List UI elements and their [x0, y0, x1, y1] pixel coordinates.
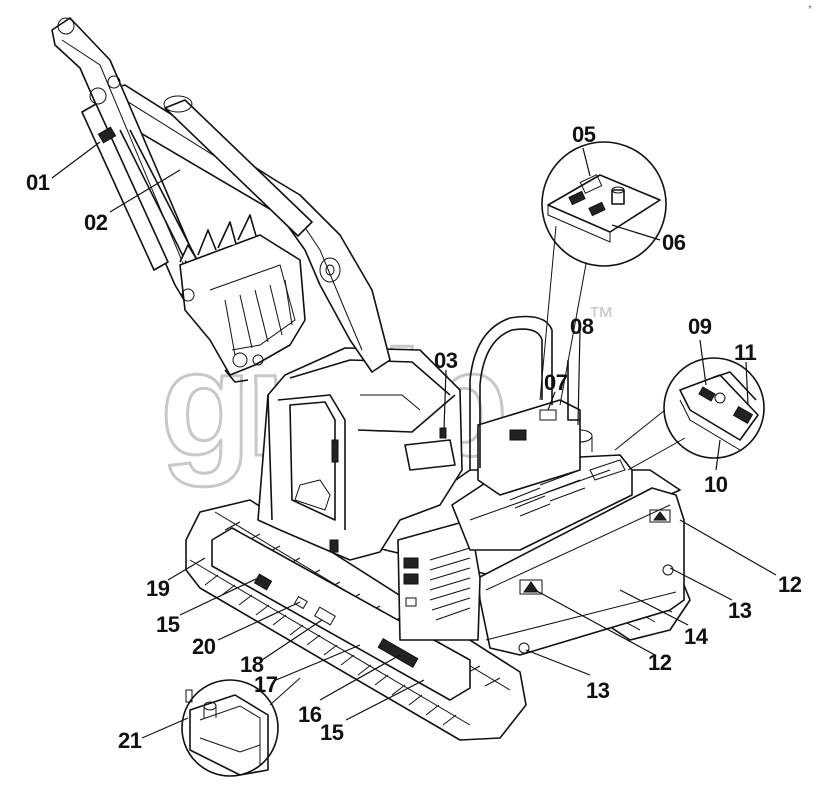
- cab: [257, 347, 463, 561]
- watermark-trademark: ™: [588, 301, 614, 331]
- detail-circle-21: [181, 677, 301, 777]
- upper-structure: [259, 315, 685, 656]
- callout-11: 11: [734, 340, 757, 365]
- bucket: [179, 214, 306, 383]
- callout-15a: 15: [156, 612, 180, 637]
- callout-01: 01: [26, 170, 50, 195]
- callout-15b: 15: [320, 720, 344, 745]
- leader-lines: [51, 141, 777, 739]
- callout-02: 02: [84, 210, 108, 235]
- corner-mark: *: [808, 4, 812, 15]
- detail-circle-09-11: [614, 357, 765, 471]
- callout-12a: 12: [778, 572, 802, 597]
- callout-03: 03: [434, 348, 458, 373]
- callout-07: 07: [544, 370, 568, 395]
- callout-13b: 13: [586, 678, 610, 703]
- callout-labels: 01 02 03 05 06 07 08 09 10 11 12 12 13 1…: [26, 122, 802, 753]
- callout-17: 17: [254, 672, 278, 697]
- detail-circle-05-06: [539, 141, 667, 406]
- callout-13a: 13: [728, 598, 752, 623]
- callout-16: 16: [298, 702, 322, 727]
- callout-12b: 12: [648, 650, 672, 675]
- callout-20: 20: [192, 634, 216, 659]
- callout-08: 08: [570, 314, 594, 339]
- callout-21: 21: [118, 728, 142, 753]
- callout-18: 18: [240, 652, 264, 677]
- callout-19: 19: [146, 576, 170, 601]
- callout-06: 06: [662, 230, 686, 255]
- callout-14: 14: [684, 624, 709, 649]
- callout-05: 05: [572, 122, 596, 147]
- callout-10: 10: [704, 472, 728, 497]
- callout-09: 09: [688, 314, 712, 339]
